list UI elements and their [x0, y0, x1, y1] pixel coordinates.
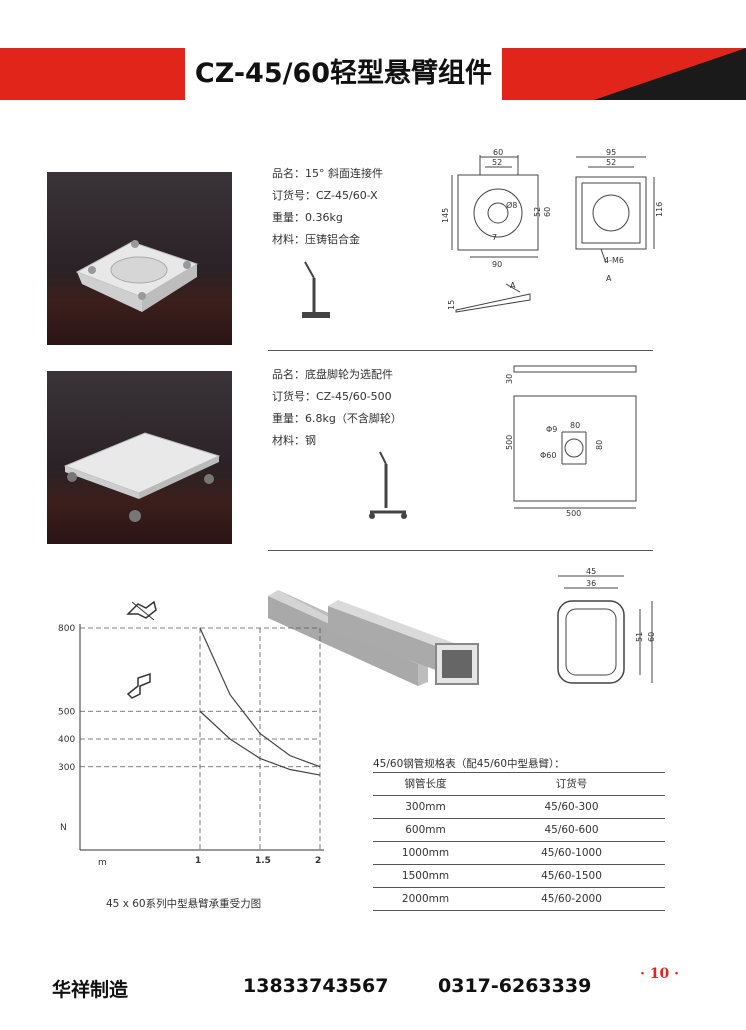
x-axis-label: m	[98, 858, 107, 868]
footer-phone-2: 0317-6263339	[438, 975, 592, 997]
dim-60: 60	[647, 632, 656, 642]
page-number: · 10 ·	[640, 966, 679, 982]
base-image	[63, 432, 221, 522]
footer-phone-1: 13833743567	[243, 975, 389, 997]
bracket-drawing-top: 95 52 116 4-M6 A	[575, 148, 664, 283]
dim-116: 116	[655, 202, 664, 217]
x-tick-label: 1	[195, 856, 201, 866]
header-red-bar-left	[0, 48, 185, 100]
dim-145: 145	[441, 208, 450, 223]
dim-phi8: Ø8	[506, 200, 517, 210]
product1-material: 材料：压铸铝合金	[272, 233, 360, 246]
wedge-drawing: 15 A	[447, 281, 531, 313]
cell-order-no: 45/60-2000	[541, 893, 602, 905]
cell-length: 1000mm	[401, 847, 450, 859]
base-plate-drawing: 30 500 500 Φ9 Φ60 80 80	[505, 365, 637, 518]
dim-4m6: 4-M6	[604, 256, 624, 265]
dim-36: 36	[586, 579, 596, 588]
tube-spec-table: 45/60钢管规格表（配45/60中型悬臂）： 钢管长度 订货号 300mm 4…	[373, 756, 665, 911]
cell-order-no: 45/60-1000	[541, 847, 602, 859]
x-tick-label: 2	[315, 856, 321, 866]
product2-order-no: 订货号：CZ-45/60-500	[272, 390, 392, 403]
arrow-a-label: A	[510, 281, 516, 290]
dim-60b: 60	[543, 207, 552, 217]
dim-51: 51	[635, 632, 644, 642]
dim-80a: 80	[570, 421, 580, 430]
cell-length: 2000mm	[401, 893, 450, 905]
table-row: 1500mm 45/60-1500	[373, 865, 665, 888]
product2-weight: 重量：6.8kg（不含脚轮）	[272, 412, 402, 425]
dim-phi60: Φ60	[540, 451, 556, 460]
product2-material: 材料：钢	[272, 434, 316, 447]
header-red-bar-right	[502, 48, 746, 100]
product2-specs: 品名：底盘脚轮为选配件 订货号：CZ-45/60-500 重量：6.8kg（不含…	[272, 364, 442, 452]
dim-phi9: Φ9	[546, 425, 557, 434]
y-tick-label: 500	[58, 707, 75, 717]
header-order-no: 订货号	[555, 778, 588, 790]
cell-length: 300mm	[405, 801, 446, 813]
dim-500-vertical: 500	[505, 435, 514, 450]
header-black-wedge	[594, 48, 746, 100]
header-length: 钢管长度	[404, 778, 447, 790]
dim-7: 7	[492, 233, 497, 242]
product1-order-no: 订货号：CZ-45/60-X	[272, 189, 378, 202]
bracket-image	[75, 240, 199, 312]
dim-52c: 52	[606, 158, 616, 167]
arm-icon-1	[126, 600, 157, 621]
table-row: 300mm 45/60-300	[373, 796, 665, 819]
table-row: 2000mm 45/60-2000	[373, 888, 665, 911]
table-row: 1000mm 45/60-1000	[373, 842, 665, 865]
dim-30: 30	[505, 374, 514, 384]
product-photo-base	[47, 371, 232, 544]
steel-tube-image	[268, 590, 479, 686]
divider-1	[268, 350, 653, 351]
product1-specs: 品名：15° 斜面连接件 订货号：CZ-45/60-X 重量：0.36kg 材料…	[272, 163, 432, 251]
dim-500-horizontal: 500	[566, 509, 581, 518]
product-photo-bracket	[47, 172, 232, 345]
dim-45: 45	[586, 567, 596, 576]
arm-icon-2	[126, 672, 151, 699]
footer-company: 华祥制造	[52, 979, 129, 1001]
stand-icon-1	[302, 261, 330, 318]
cell-order-no: 45/60-600	[544, 824, 599, 836]
dim-15: 15	[447, 300, 456, 310]
tube-cross-section: 45 36 51 60	[557, 567, 656, 684]
dim-60: 60	[493, 148, 503, 157]
y-tick-label: 400	[58, 735, 75, 745]
chart-caption: 45 x 60系列中型悬臂承重受力图	[106, 898, 262, 910]
dim-52: 52	[492, 158, 502, 167]
cell-order-no: 45/60-1500	[541, 870, 602, 882]
y-axis-label: N	[60, 823, 67, 833]
product2-name: 品名：底盘脚轮为选配件	[272, 368, 393, 381]
x-tick-label: 1.5	[255, 856, 271, 866]
section-a-label: A	[606, 274, 612, 283]
y-tick-label: 300	[58, 763, 75, 773]
load-curve-2	[199, 710, 321, 776]
divider-2	[268, 550, 653, 551]
cell-length: 600mm	[405, 824, 446, 836]
product1-weight: 重量：0.36kg	[272, 211, 343, 224]
stand-icon-2	[369, 451, 407, 519]
dim-52b: 52	[533, 207, 542, 217]
page-title: CZ-45/60轻型悬臂组件	[194, 58, 493, 89]
y-tick-label: 800	[58, 624, 75, 634]
dim-90: 90	[492, 260, 502, 269]
load-curve-1	[199, 627, 321, 768]
product1-name: 品名：15° 斜面连接件	[272, 167, 383, 180]
table-header-row: 钢管长度 订货号	[373, 773, 665, 796]
dim-95: 95	[606, 148, 616, 157]
bracket-drawing-front: 60 52 145 Ø8 52 60 90 7	[441, 148, 552, 269]
load-chart: 800 500 400 300 1 1.5 2 N m	[58, 600, 324, 868]
table-row: 600mm 45/60-600	[373, 819, 665, 842]
dim-80b: 80	[595, 440, 604, 450]
table-caption: 45/60钢管规格表（配45/60中型悬臂）：	[373, 758, 565, 770]
cell-length: 1500mm	[401, 870, 450, 882]
cell-order-no: 45/60-300	[544, 801, 599, 813]
